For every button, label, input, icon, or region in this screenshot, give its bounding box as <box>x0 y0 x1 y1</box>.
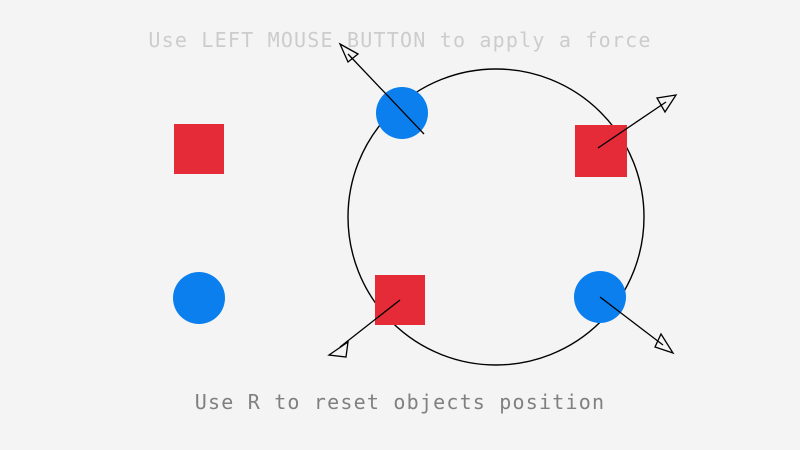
constraint-circle <box>347 68 645 366</box>
circle-free-left[interactable] <box>173 272 225 324</box>
square-free-left[interactable] <box>174 124 224 174</box>
force-arrow-up-left <box>338 42 425 135</box>
force-arrow-down-right <box>599 296 675 355</box>
force-arrow-up-right <box>597 94 678 149</box>
circle-top[interactable] <box>376 87 428 139</box>
hint-text-bottom: Use R to reset objects position <box>194 390 606 414</box>
hint-text-top: Use LEFT MOUSE BUTTON to apply a force <box>148 28 652 52</box>
force-arrow-down-left <box>327 299 401 358</box>
square-top-right[interactable] <box>575 125 627 177</box>
